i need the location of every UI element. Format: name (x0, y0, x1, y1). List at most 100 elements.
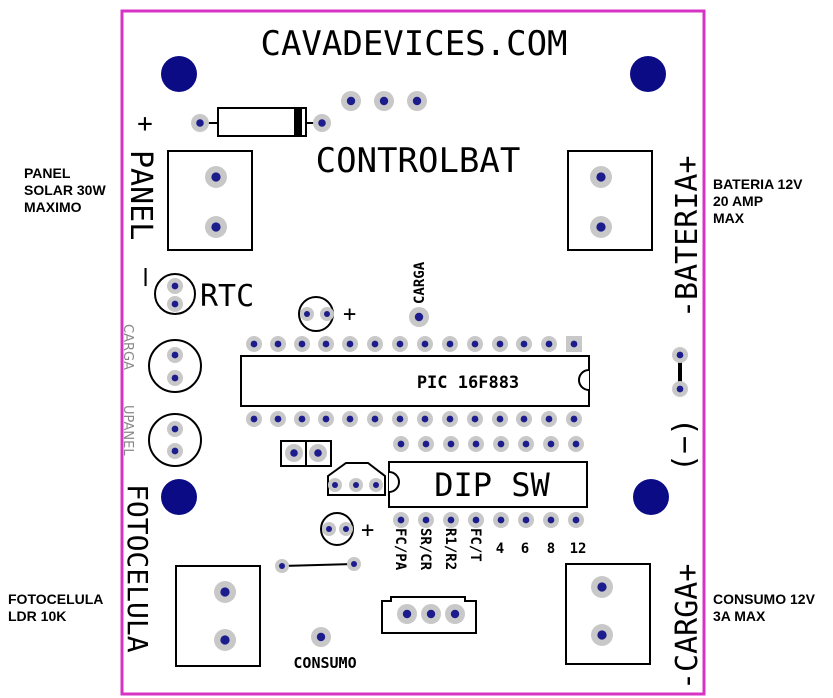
pad-pic-bottom-3 (318, 411, 334, 427)
pad-pic-bottom-6 (392, 411, 408, 427)
note-panel: PANEL SOLAR 30W MAXIMO (24, 165, 106, 216)
rtc-label: RTC (200, 279, 254, 314)
panel-label: PANEL (123, 150, 158, 240)
pad-right-2 (672, 381, 688, 397)
pad-dip-bottom-1 (418, 512, 434, 528)
pad-led-carga-1 (167, 347, 183, 363)
pad-pic-top-5 (367, 336, 383, 352)
carga-testpoint-label: CARGA (412, 261, 428, 304)
pad-dip-top-6 (543, 436, 559, 452)
led-upanel (148, 413, 202, 467)
pad-pic-top-7 (417, 336, 433, 352)
regulator-outline (327, 462, 386, 496)
pad-dip-top-7 (568, 436, 584, 452)
pad-rtc-2 (167, 296, 183, 312)
pad-pic-top-4 (342, 336, 358, 352)
mount-hole-mr (633, 479, 669, 515)
note-consumo-line1: CONSUMO 12V (713, 591, 815, 607)
pad-pic-top-12 (541, 336, 557, 352)
pad-pic-bottom-7 (417, 411, 433, 427)
dip-label-r1r2: R1/R2 (442, 528, 458, 570)
mount-hole-tr (630, 56, 666, 92)
pad-pic-bottom-12 (541, 411, 557, 427)
pad-pic-bottom-11 (516, 411, 532, 427)
led-carga (148, 339, 202, 393)
pad-dip-bottom-7 (568, 512, 584, 528)
note-bateria-line2: 20 AMP (713, 193, 764, 209)
pad-consumo-2 (591, 624, 613, 646)
pic-chip: PIC 16F883 (240, 355, 590, 407)
pic-label: PIC 16F883 (417, 373, 519, 393)
upanel-label: UPANEL (120, 405, 135, 456)
dip-label-4: 4 (496, 541, 504, 557)
note-consumo-line2: 3A MAX (713, 608, 766, 624)
pad-dip-top-2 (443, 436, 459, 452)
pad-cap-bot-1 (322, 522, 336, 536)
pad-right-1 (672, 347, 688, 363)
terminal-blocks (167, 150, 653, 667)
pad-foto-1 (214, 581, 236, 603)
pad-dip-top-4 (493, 436, 509, 452)
pad-cap-top-1 (300, 307, 314, 321)
pad-cap-bot-2 (339, 522, 353, 536)
pad-pic-top-2 (294, 336, 310, 352)
resistor-bottom (281, 563, 355, 567)
pad-led-upanel-2 (167, 443, 183, 459)
pad-pic-top-6 (392, 336, 408, 352)
pad-rtc-1 (167, 278, 183, 294)
pad-pic-bottom-8 (442, 411, 458, 427)
pad-cap-top-2 (320, 307, 334, 321)
pad-foto-2 (214, 629, 236, 651)
dip-switch: DIP SW (388, 461, 588, 508)
dip-label-8: 8 (547, 541, 555, 557)
note-consumo: CONSUMO 12V 3A MAX (713, 591, 815, 625)
pad-dip-top-3 (468, 436, 484, 452)
pad-pic-bottom-0 (246, 411, 262, 427)
diode (200, 107, 322, 137)
pad-pic-bottom-10 (492, 411, 508, 427)
pad-dip-bottom-0 (393, 512, 409, 528)
pad-jumper-2 (309, 444, 327, 462)
note-fotocelula: FOTOCELULA LDR 10K (8, 591, 103, 625)
consumo-connector (381, 596, 477, 634)
site-title: CAVADEVICES.COM (260, 24, 567, 64)
panel-minus: – (129, 268, 164, 287)
note-bateria: BATERIA 12V 20 AMP MAX (713, 176, 802, 227)
terminal-consumo (565, 563, 651, 665)
pad-pic-bottom-13 (566, 411, 582, 427)
board-outline (120, 9, 706, 696)
pad-jumper-1 (285, 444, 303, 462)
pad-pic-top-11 (516, 336, 532, 352)
plus-top: + (137, 109, 153, 139)
pad-dip-bottom-5 (518, 512, 534, 528)
pad-led-upanel-1 (167, 421, 183, 437)
dip-label-fcpa: FC/PA (392, 528, 408, 571)
pad-reg-1 (328, 478, 342, 492)
capacitor-top-plus: + (343, 302, 356, 327)
mount-hole-tl (161, 56, 197, 92)
capacitor-bottom-plus: + (361, 518, 374, 543)
dip-label-srcr: SR/CR (417, 528, 433, 571)
carga-big-label: -CARGA+ (670, 564, 705, 690)
pad-dip-bottom-6 (543, 512, 559, 528)
pad-pic-top-9 (467, 336, 483, 352)
pad-pic-bottom-2 (294, 411, 310, 427)
rtc-component (154, 273, 196, 315)
pad-bateria-1 (590, 166, 612, 188)
pad-pic-top-0 (246, 336, 262, 352)
note-fotocelula-line2: LDR 10K (8, 608, 67, 624)
pad-pic-bottom-9 (467, 411, 483, 427)
pad-pic-top-13 (566, 336, 582, 352)
pad-pic-top-10 (492, 336, 508, 352)
dip-label-6: 6 (521, 541, 529, 557)
mounting-holes (161, 56, 669, 515)
dip-label-12: 12 (570, 541, 587, 557)
pad-reg-2 (349, 478, 363, 492)
pads (167, 91, 688, 651)
note-panel-line3: MAXIMO (24, 199, 82, 215)
pad-top-0 (341, 91, 361, 111)
carga-small-label: CARGA (120, 324, 135, 370)
board-name: CONTROLBAT (316, 141, 521, 181)
pad-dip-bottom-2 (443, 512, 459, 528)
pad-consumo-conn-1 (397, 604, 417, 624)
